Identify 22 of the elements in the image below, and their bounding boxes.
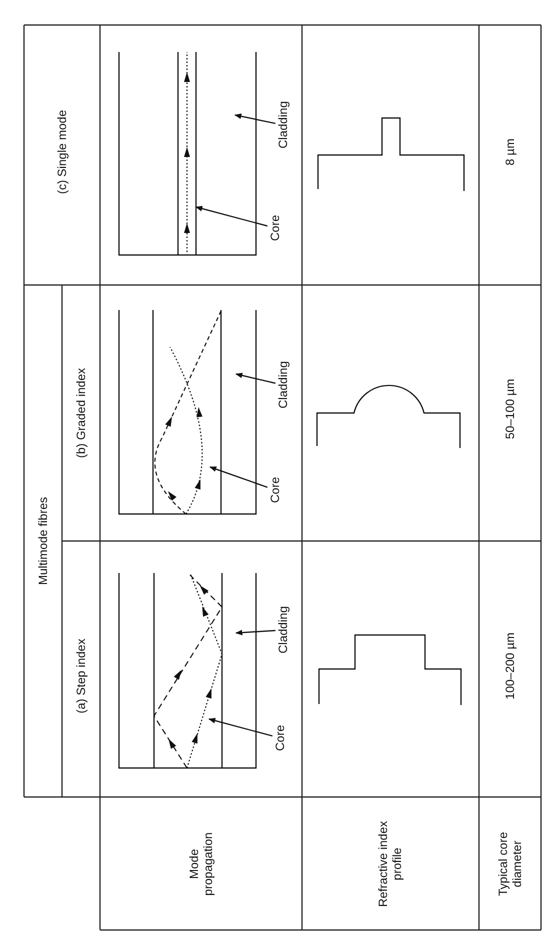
column-header: (c) Single mode xyxy=(55,110,69,194)
row-header: Typical core diameter xyxy=(496,830,524,898)
leader-line xyxy=(208,718,273,737)
row-header: Mode propagation xyxy=(187,831,215,898)
part-label: Cladding xyxy=(276,606,290,654)
part-label: Core xyxy=(268,476,282,503)
part-label: Cladding xyxy=(276,361,290,408)
leader-line xyxy=(235,630,276,636)
leader-line xyxy=(195,206,268,227)
part-label: Cladding xyxy=(276,101,290,148)
column-header: (a) Step index xyxy=(74,638,88,714)
table-cell: 8 µm xyxy=(503,138,517,166)
table-header: Multimode fibres xyxy=(36,496,50,586)
leader-line xyxy=(235,372,276,384)
leader-line xyxy=(234,114,276,124)
column-header: (b) Graded index xyxy=(74,368,88,458)
leader-line xyxy=(209,466,268,488)
part-label: Core xyxy=(273,724,287,751)
table-cell: 50–100 µm xyxy=(503,378,517,440)
table-cell: 100–200 µm xyxy=(503,632,517,700)
row-header: Refractive index profile xyxy=(376,820,404,910)
part-label: Core xyxy=(268,214,282,241)
